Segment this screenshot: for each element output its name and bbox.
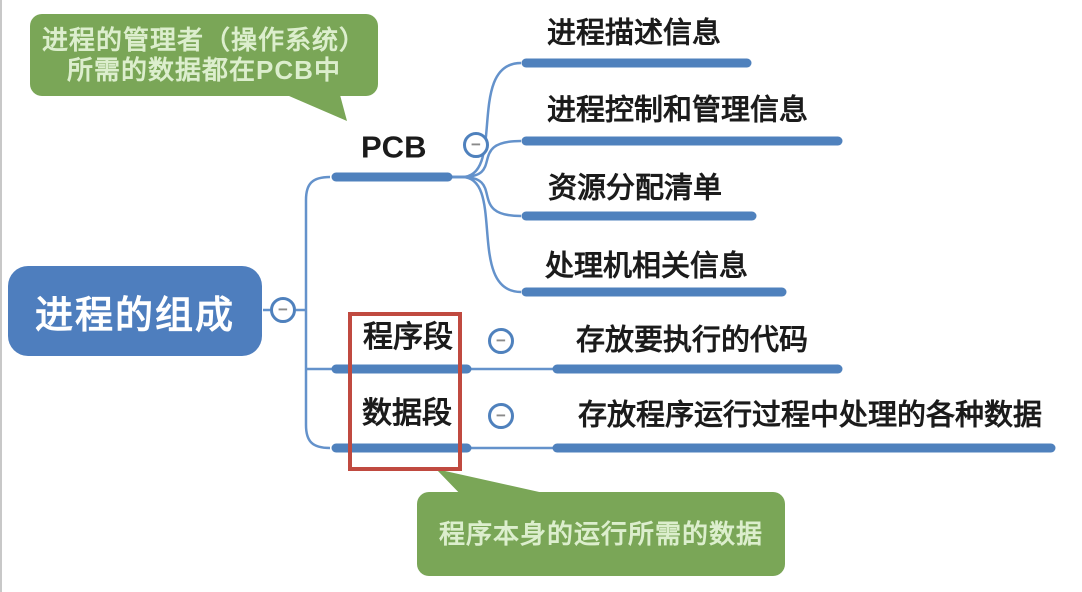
root-topic[interactable]: 进程的组成 — [8, 266, 262, 356]
pcb-curve-child-4 — [450, 175, 522, 294]
topic-data-leaf[interactable]: 存放程序运行过程中处理的各种数据 — [578, 399, 1043, 432]
collapse-button-program[interactable]: − — [488, 328, 514, 354]
topic-pcb-child-4[interactable]: 处理机相关信息 — [545, 250, 749, 283]
topic-pcb[interactable]: PCB — [361, 129, 427, 165]
node-underline-bars — [331, 58, 1056, 453]
minus-icon: − — [496, 330, 506, 350]
collapse-button-data[interactable]: − — [488, 403, 514, 429]
topic-pcb-child-1[interactable]: 进程描述信息 — [547, 17, 722, 50]
callout-pcb-note-line2: 所需的数据都在PCB中 — [67, 55, 341, 85]
trunk-bracket — [304, 175, 331, 450]
callout-data-note: 程序本身的运行所需的数据 — [417, 492, 785, 576]
topic-data-segment[interactable]: 数据段 — [362, 397, 452, 430]
pcb-curve-child-1 — [450, 61, 522, 179]
connector-lines — [263, 61, 554, 450]
topic-program-leaf[interactable]: 存放要执行的代码 — [576, 324, 809, 357]
callout-pcb-note: 进程的管理者（操作系统） 所需的数据都在PCB中 — [30, 14, 378, 96]
topic-pcb-child-3[interactable]: 资源分配清单 — [548, 172, 723, 205]
topic-program-segment[interactable]: 程序段 — [363, 321, 453, 354]
collapse-button-root[interactable]: − — [270, 297, 296, 323]
collapse-button-pcb[interactable]: − — [463, 132, 489, 158]
highlight-box — [348, 312, 462, 471]
video-edge-artifact — [0, 0, 2, 592]
minus-icon: − — [496, 405, 506, 425]
callout-data-note-text: 程序本身的运行所需的数据 — [438, 519, 763, 549]
root-topic-label: 进程的组成 — [34, 294, 235, 337]
callout-pcb-note-line1: 进程的管理者（操作系统） — [41, 25, 366, 55]
minus-icon: − — [278, 299, 288, 319]
topic-pcb-child-2[interactable]: 进程控制和管理信息 — [547, 94, 809, 127]
minus-icon: − — [471, 134, 481, 154]
